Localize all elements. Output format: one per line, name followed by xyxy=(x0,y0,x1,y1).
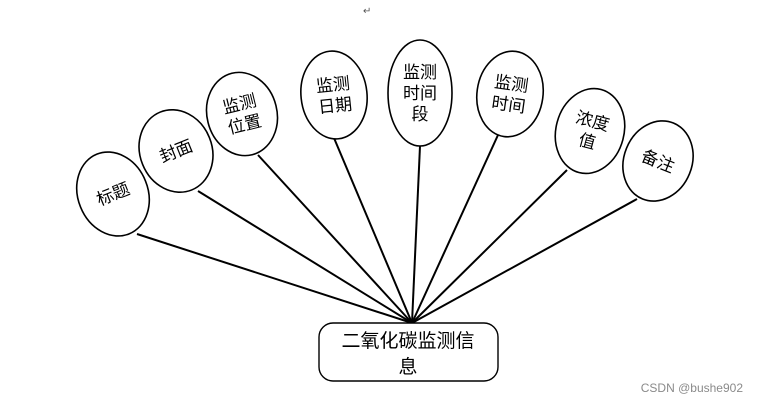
attribute-label: 监测 xyxy=(315,74,351,97)
attribute-oval xyxy=(622,120,694,202)
attribute-label: 监测 xyxy=(493,72,529,97)
attribute-node: 标题 xyxy=(75,151,151,237)
attribute-oval xyxy=(387,39,453,147)
attribute-oval xyxy=(300,50,368,140)
watermark: CSDN @bushe902 xyxy=(640,381,743,395)
attribute-label: 日期 xyxy=(317,95,353,118)
attribute-node: 浓度值 xyxy=(554,87,626,175)
entity-box xyxy=(318,322,499,382)
connector-lines xyxy=(136,134,638,324)
connector-line xyxy=(257,154,413,324)
attribute-oval xyxy=(138,108,214,194)
connector-line xyxy=(333,137,413,324)
paragraph-mark: ↵ xyxy=(363,6,371,17)
attribute-label: 时间 xyxy=(490,93,526,118)
attribute-oval xyxy=(75,151,151,237)
attribute-label: 时间 xyxy=(403,84,437,104)
attribute-oval xyxy=(475,50,545,138)
connector-line xyxy=(411,134,499,324)
attribute-node: 备注 xyxy=(622,120,694,202)
attribute-label: 值 xyxy=(576,130,598,154)
connector-line xyxy=(411,145,421,324)
attribute-label: 段 xyxy=(412,105,429,125)
connector-line xyxy=(136,233,413,324)
connector-line xyxy=(411,169,568,324)
attribute-node: 封面 xyxy=(138,108,214,194)
attribute-oval xyxy=(205,71,279,157)
connector-line xyxy=(411,198,638,324)
connector-line xyxy=(197,190,413,324)
entity-label: 息 xyxy=(398,356,417,378)
entity-label: 二氧化碳监测信 xyxy=(341,330,474,352)
attribute-label: 监测 xyxy=(403,63,437,83)
